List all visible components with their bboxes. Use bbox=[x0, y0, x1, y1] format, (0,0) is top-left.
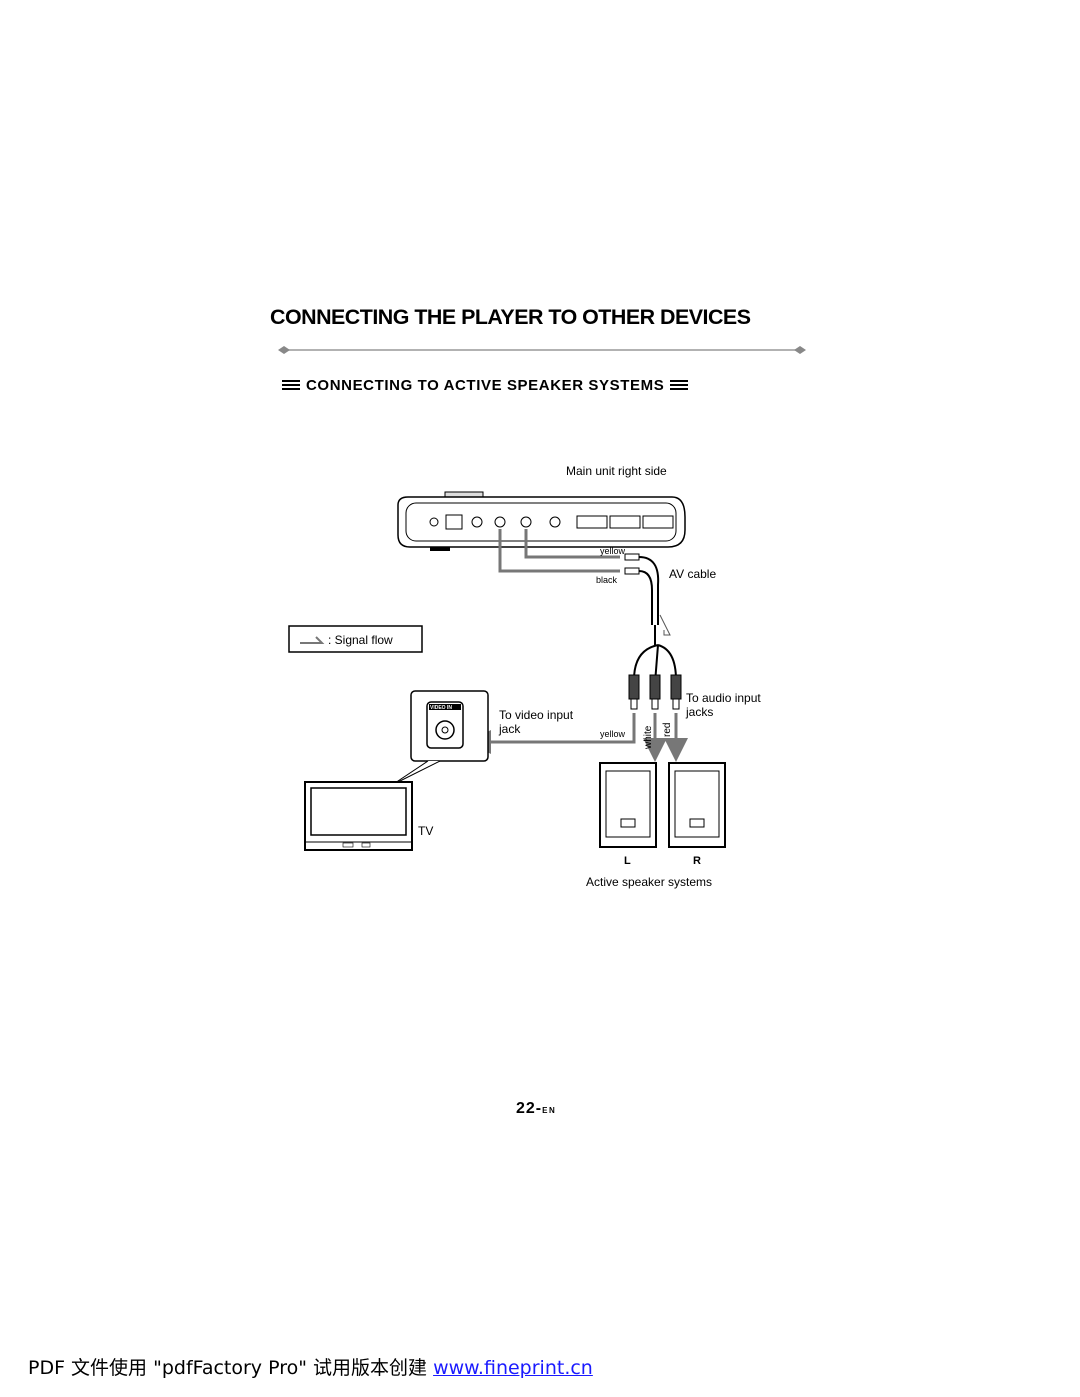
fineprint-link[interactable]: www.fineprint.cn bbox=[433, 1357, 593, 1379]
yellow-label-bottom: yellow bbox=[600, 729, 626, 739]
tv-label: TV bbox=[418, 824, 433, 838]
red-label: red bbox=[662, 723, 673, 737]
pdf-footer: PDF 文件使用 "pdfFactory Pro" 试用版本创建 www.fin… bbox=[28, 1353, 593, 1380]
left-speaker-label: L bbox=[624, 855, 631, 867]
main-unit-label: Main unit right side bbox=[566, 464, 667, 478]
signal-flow-legend: : Signal flow bbox=[288, 625, 423, 653]
left-speaker bbox=[599, 762, 657, 848]
tv-set bbox=[304, 781, 413, 851]
heading-bars-icon bbox=[670, 379, 689, 391]
right-speaker bbox=[668, 762, 726, 848]
rca-plugs bbox=[628, 674, 682, 710]
page-title: CONNECTING THE PLAYER TO OTHER DEVICES bbox=[270, 306, 751, 329]
video-in-label: VIDEO IN bbox=[430, 705, 452, 711]
av-cable-label: AV cable bbox=[669, 567, 716, 581]
title-divider bbox=[278, 346, 806, 354]
black-label: black bbox=[596, 575, 618, 585]
page-number: 22-EN bbox=[516, 1100, 556, 1118]
to-video-input-label: To video input bbox=[499, 708, 574, 722]
jack-label: jack bbox=[498, 722, 521, 736]
video-in-panel: VIDEO IN bbox=[391, 690, 489, 786]
yellow-label-top: yellow bbox=[600, 546, 626, 556]
page-number-suffix: EN bbox=[542, 1106, 557, 1115]
jacks-label: jacks bbox=[685, 705, 713, 719]
right-speaker-label: R bbox=[693, 855, 701, 867]
section-heading: CONNECTING TO ACTIVE SPEAKER SYSTEMS bbox=[282, 375, 689, 395]
signal-flow-label: : Signal flow bbox=[328, 633, 393, 647]
footer-text: PDF 文件使用 "pdfFactory Pro" 试用版本创建 bbox=[28, 1357, 434, 1379]
active-speakers-label: Active speaker systems bbox=[586, 875, 712, 889]
section-heading-text: CONNECTING TO ACTIVE SPEAKER SYSTEMS bbox=[306, 376, 665, 394]
main-unit-device bbox=[397, 491, 686, 551]
heading-bars-icon bbox=[282, 379, 300, 391]
connection-diagram: Main unit right side yellow black AV cab… bbox=[288, 464, 761, 889]
to-audio-input-label: To audio input bbox=[686, 691, 761, 705]
page-number-value: 22- bbox=[516, 1100, 543, 1117]
white-label: white bbox=[643, 725, 654, 750]
